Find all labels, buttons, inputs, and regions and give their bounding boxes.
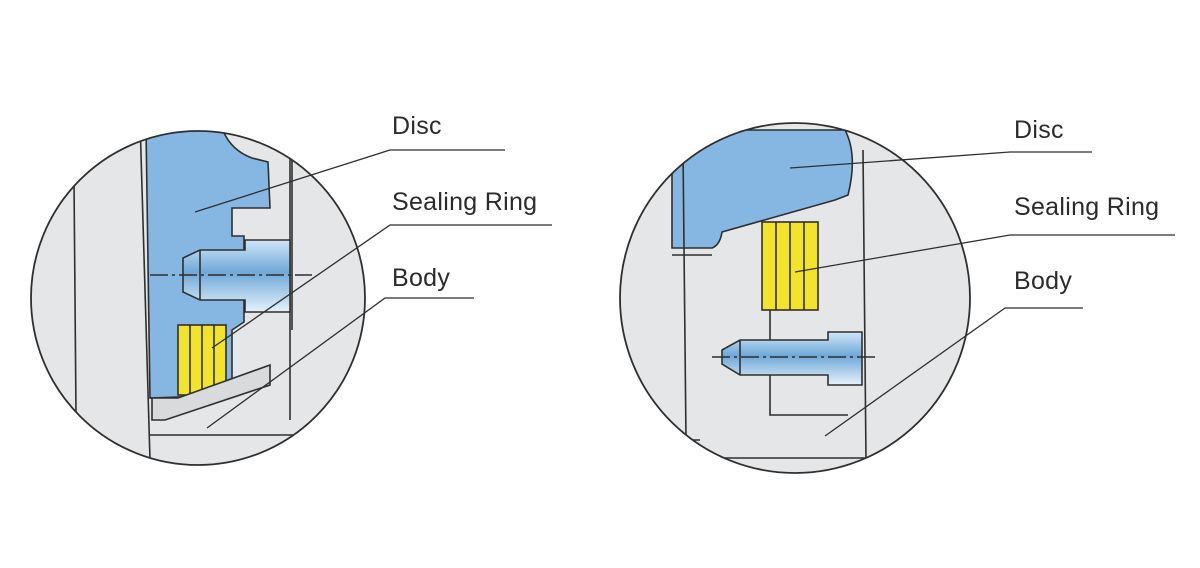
body-inner-edge-left (73, 179, 77, 416)
detail-left (30, 130, 552, 466)
body-outer-left (139, 131, 151, 461)
leader-disc-right (789, 151, 1092, 169)
bolt-left (182, 239, 291, 313)
bolt-right (721, 331, 863, 386)
detail-left-circle-outline (30, 130, 366, 466)
leader-sealing-ring-right (794, 234, 1175, 273)
disc-right (671, 129, 854, 249)
label-disc-left: Disc (392, 112, 442, 140)
detail-right (619, 122, 1175, 474)
leader-body-left (206, 297, 474, 429)
leader-sealing-ring-left (211, 224, 552, 349)
label-sealing-ring-left: Sealing Ring (392, 188, 538, 216)
retainer-left (151, 363, 271, 421)
leader-body-right (824, 307, 1083, 437)
body-wall-right (862, 149, 867, 461)
label-body-right: Body (1014, 267, 1073, 295)
disc-right-edge (682, 149, 687, 441)
detail-right-circle-outline (619, 122, 971, 474)
label-sealing-ring-right: Sealing Ring (1014, 193, 1160, 221)
label-disc-right: Disc (1014, 116, 1064, 144)
leader-disc-left (194, 149, 505, 213)
label-body-left: Body (392, 264, 451, 292)
